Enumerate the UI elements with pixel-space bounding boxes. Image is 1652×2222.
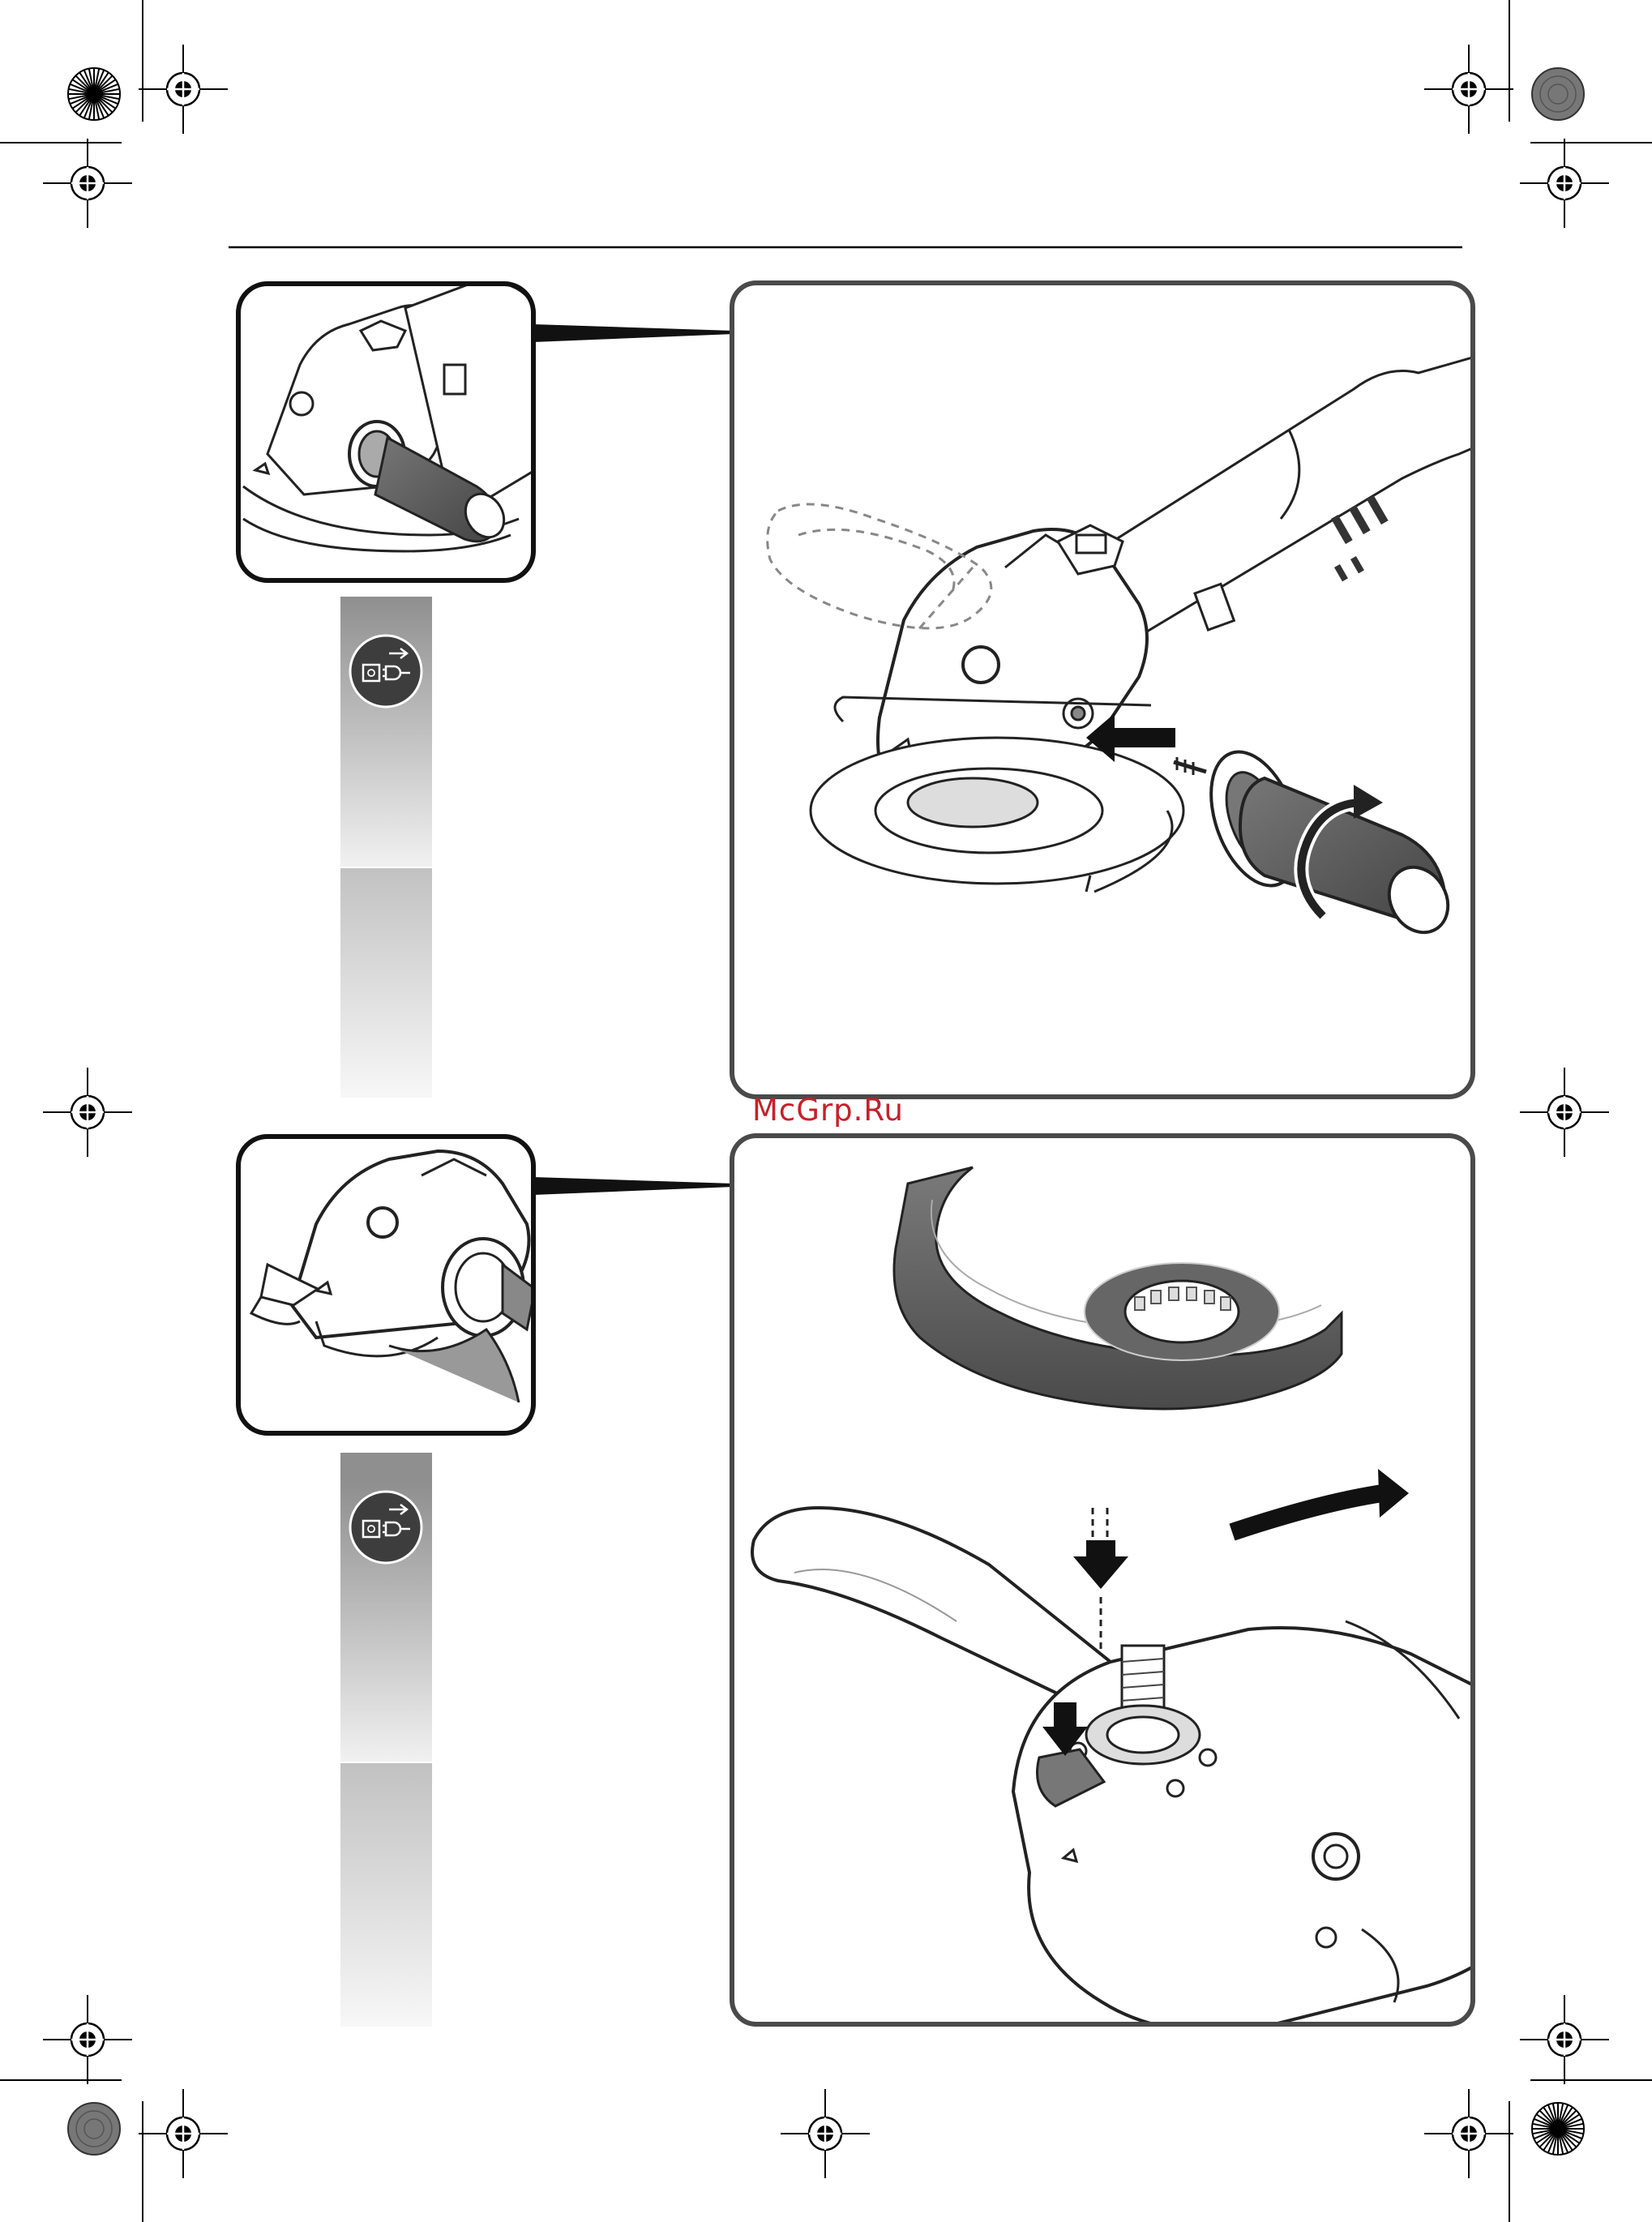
unplug-before-servicing-icon bbox=[350, 1492, 422, 1563]
step-2-main-illustration bbox=[732, 1136, 1540, 2031]
step-2-thumbnail bbox=[238, 1137, 734, 1433]
step-2-sidebar bbox=[340, 1453, 432, 2027]
